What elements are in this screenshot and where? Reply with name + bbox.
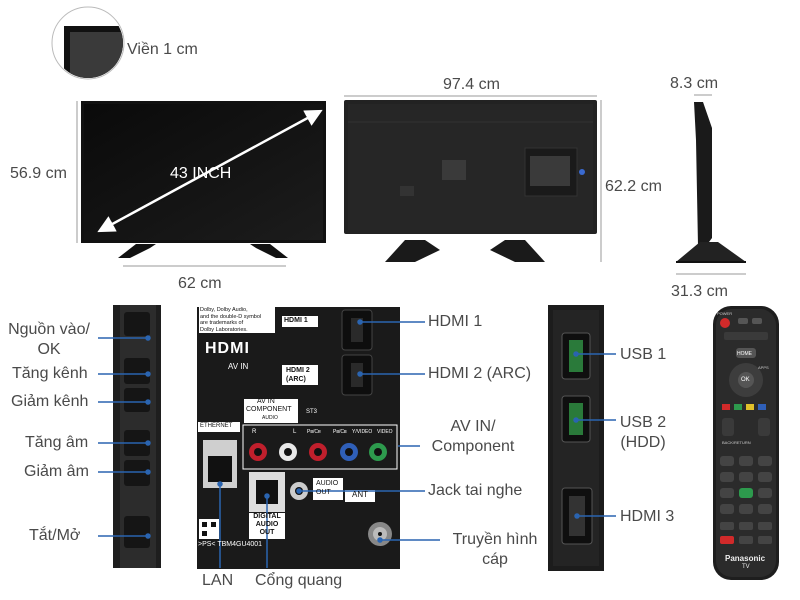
rear-port-callouts (217, 319, 440, 568)
ethernet-print: ETHERNET (200, 423, 233, 429)
back-height-label: 62.2 cm (605, 178, 662, 195)
label-channel-up: Tăng kênh (12, 365, 88, 382)
ant-print: ANT (352, 490, 368, 499)
st3-print: ST3 (306, 409, 318, 415)
label-channel-down: Giảm kênh (11, 393, 89, 410)
side-buttons-panel (113, 305, 161, 568)
label-volume-up: Tăng âm (25, 434, 89, 451)
av-in-print: AV IN (228, 362, 249, 371)
side-port-callouts (573, 351, 616, 519)
hdmi2-tag: HDMI 2 (ARC) (286, 367, 310, 383)
remote-power-print: POWER (717, 311, 733, 316)
remote-ok-print: OK (741, 377, 750, 383)
hdmi-logo: HDMI (205, 340, 250, 357)
av-in-box: AV IN (257, 398, 275, 405)
label-lan: LAN (202, 572, 234, 589)
label-av-in-component: AV IN/ Component (431, 418, 515, 455)
bezel-zoom (51, 6, 125, 80)
r-print: R (252, 429, 257, 435)
label-hdmi3: HDMI 3 (620, 508, 675, 525)
label-cable-tv: Truyền hình cáp (452, 531, 538, 568)
y-video-print: Y/VIDEO (352, 429, 373, 435)
back-width-label: 97.4 cm (443, 76, 500, 93)
pb-print: Pʙ/Cʙ (333, 429, 347, 435)
l-print: L (293, 429, 297, 435)
tv-front (81, 101, 326, 258)
remote-home-print: HOME (737, 351, 752, 357)
digital-audio-out-print: DIGITAL AUDIO OUT (253, 513, 281, 536)
side-depth-label: 8.3 cm (670, 75, 719, 92)
label-hdmi2-arc: HDMI 2 (ARC) (428, 365, 532, 382)
label-usb2-hdd: USB 2 (HDD) (619, 414, 667, 451)
label-on-off: Tắt/Mở (29, 527, 81, 544)
label-hdmi1: HDMI 1 (428, 313, 483, 330)
pr-print: Pʙ/Cʀ (307, 429, 321, 435)
side-button-callouts (98, 335, 151, 539)
label-usb1: USB 1 (620, 346, 667, 363)
audio-box: AUDIO (262, 415, 278, 421)
dolby-notice: Dolby, Dolby Audio, and the double-D sym… (200, 307, 262, 333)
remote-apps-print: APPS (758, 365, 769, 370)
video-print: VIDEO (377, 429, 393, 435)
remote-control (713, 306, 779, 580)
bezel-label: Viền 1 cm (127, 41, 198, 58)
side-stand-depth-label: 31.3 cm (671, 283, 728, 300)
hdmi1-tag: HDMI 1 (284, 317, 308, 324)
tv-side (676, 102, 746, 263)
component-box: COMPONENT (246, 406, 292, 413)
label-headphone-jack: Jack tai nghe (428, 482, 523, 499)
audio-out-print: AUDIO OUT (316, 480, 339, 496)
remote-brand: Panasonic (725, 554, 766, 563)
label-optical: Cổng quang (255, 572, 343, 589)
front-stand-width-label: 62 cm (178, 275, 222, 292)
remote-sub: TV (742, 564, 750, 570)
front-diagonal-label: 43 INCH (170, 165, 232, 182)
model-code-print: >PS< TBM4GU4001 (198, 541, 263, 548)
label-volume-down: Giảm âm (24, 463, 89, 480)
remote-back-print: BACK/RETURN (722, 440, 751, 445)
label-power-input: Nguồn vào/ OK (8, 321, 90, 358)
side-ports-panel (548, 305, 604, 571)
front-height-label: 56.9 cm (10, 165, 67, 182)
tv-back (344, 100, 597, 262)
